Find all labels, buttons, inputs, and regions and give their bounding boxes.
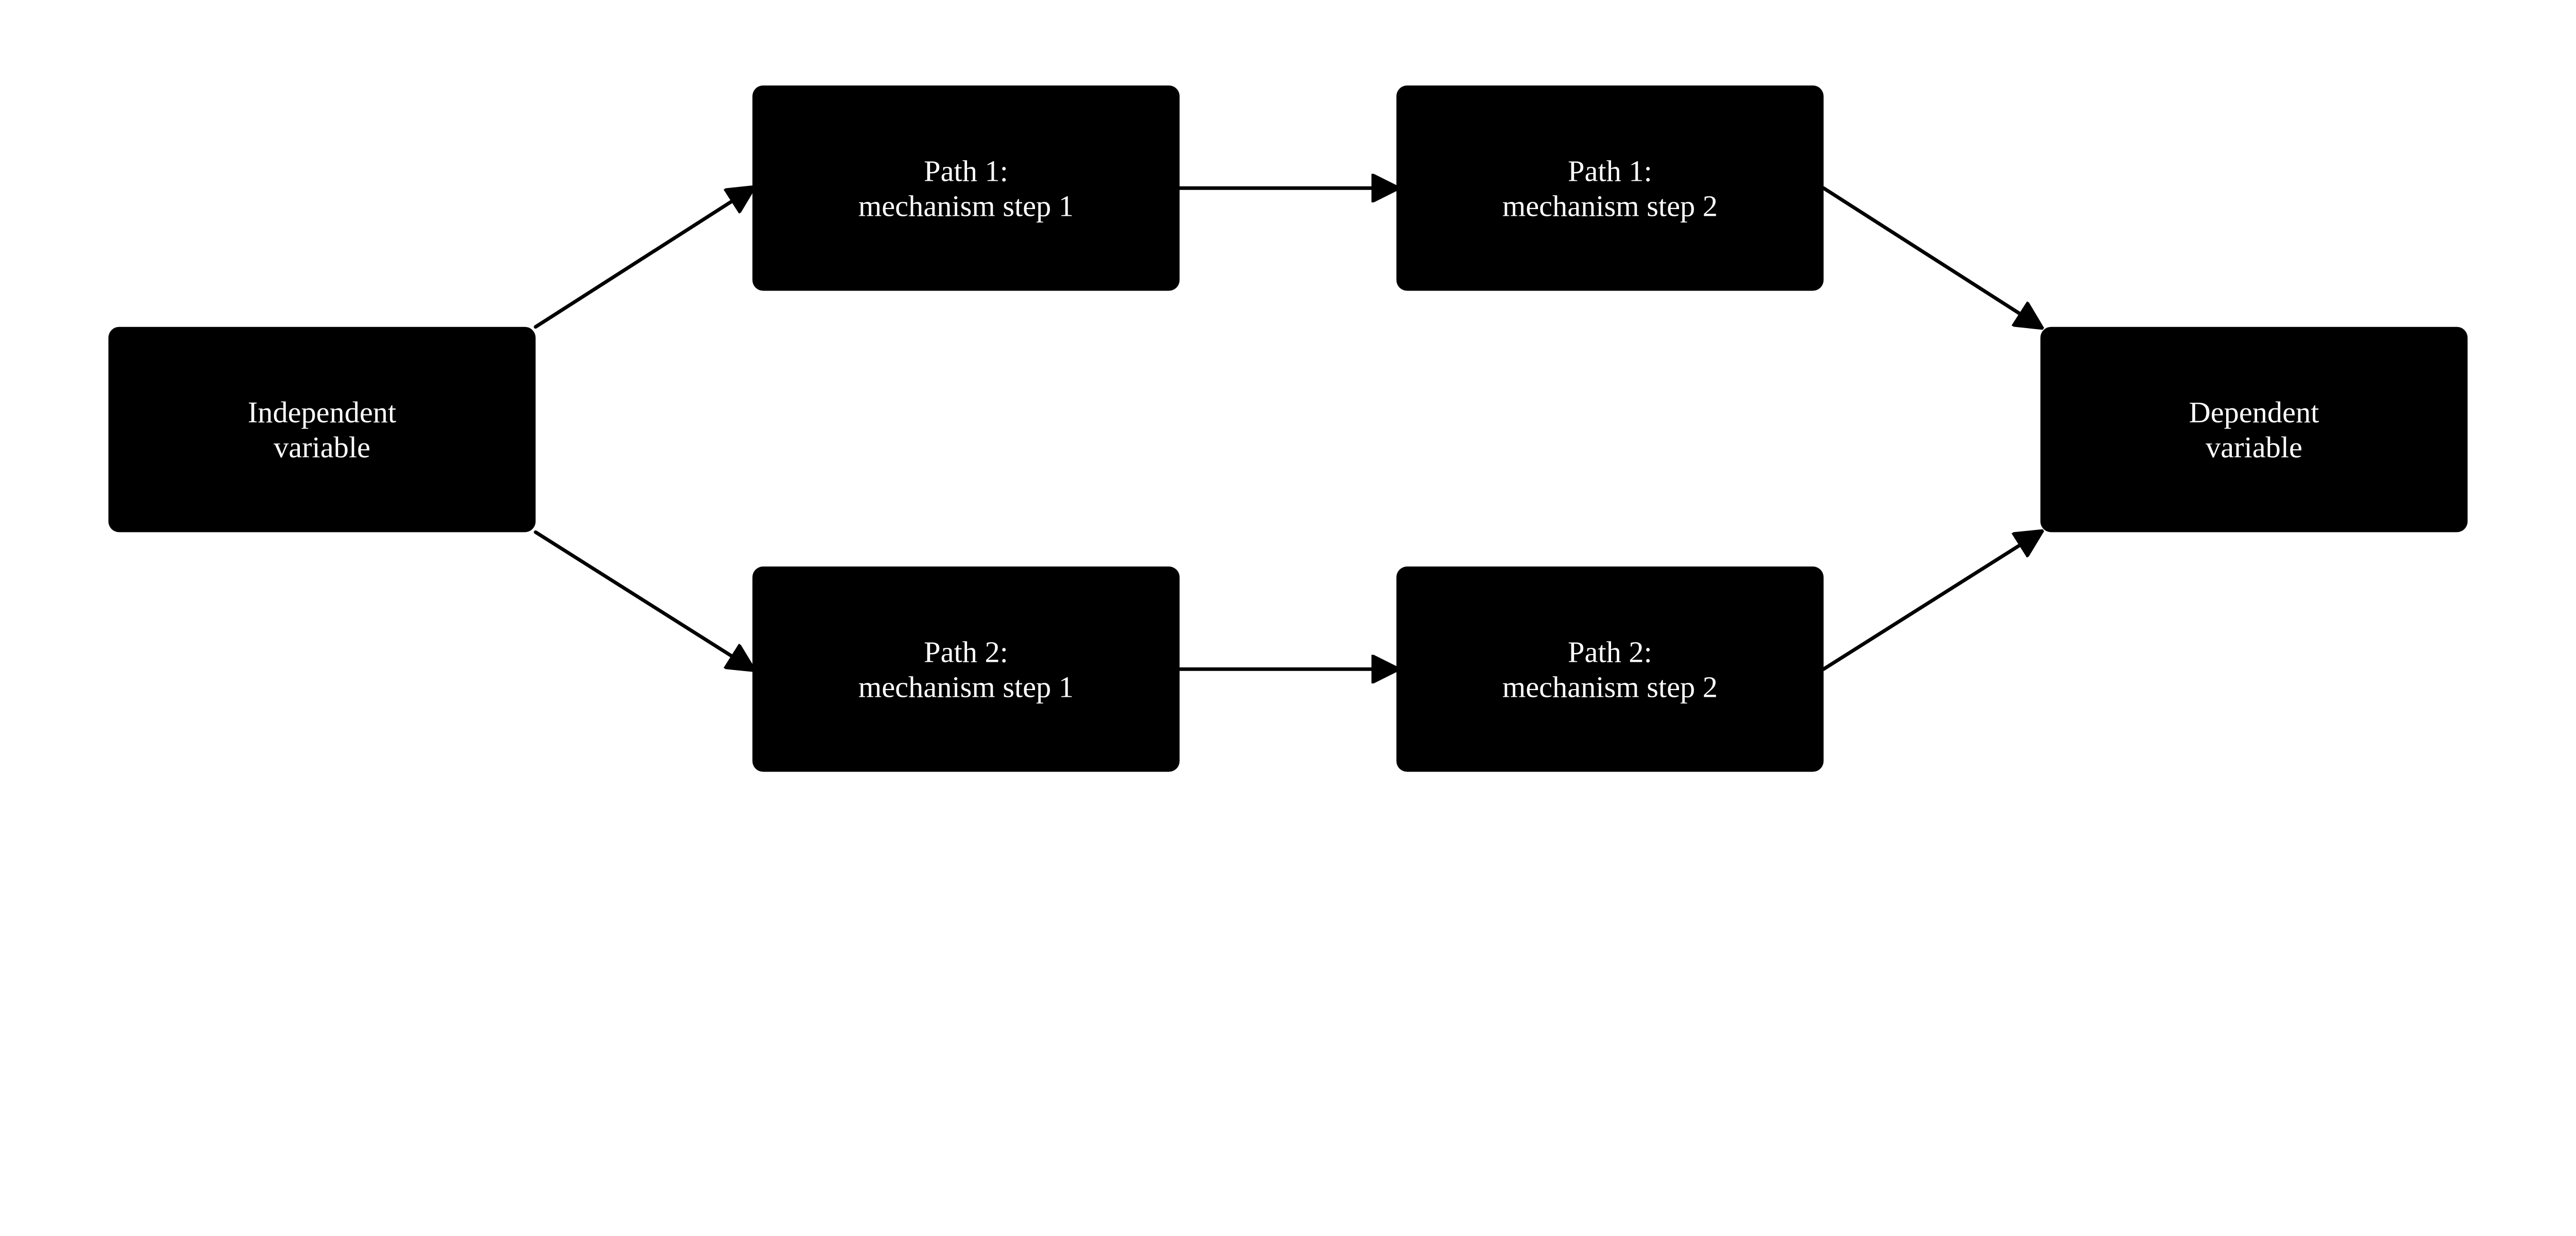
arrow-p2s2-to-dependent [1822,532,2041,671]
node-p1s1: Path 1:mechanism step 1 [752,85,1180,291]
node-label-line1: Dependent [2189,396,2319,429]
node-label-line1: Path 1: [1568,154,1652,187]
node-label-line2: mechanism step 1 [858,670,1074,703]
node-label-line1: Independent [248,396,396,429]
node-box [752,566,1180,772]
node-label-line2: variable [274,431,370,464]
node-label-line1: Path 2: [1568,635,1652,668]
node-label-line2: mechanism step 1 [858,189,1074,222]
node-p2s1: Path 2:mechanism step 1 [752,566,1180,772]
node-box [2040,327,2468,533]
node-label-line2: mechanism step 2 [1502,670,1718,703]
arrow-independent-to-p2s1 [534,530,753,669]
edges-group [534,186,2041,671]
node-p2s2: Path 2:mechanism step 2 [1396,566,1824,772]
node-label-line2: variable [2206,431,2302,464]
node-box [1396,85,1824,291]
node-label-line1: Path 1: [924,154,1008,187]
arrow-p1s2-to-dependent [1822,186,2041,327]
node-label-line1: Path 2: [924,635,1008,668]
node-box [1396,566,1824,772]
node-label-line2: mechanism step 2 [1502,189,1718,222]
node-p1s2: Path 1:mechanism step 2 [1396,85,1824,291]
arrow-independent-to-p1s1 [534,188,753,329]
node-box [108,327,536,533]
node-box [752,85,1180,291]
